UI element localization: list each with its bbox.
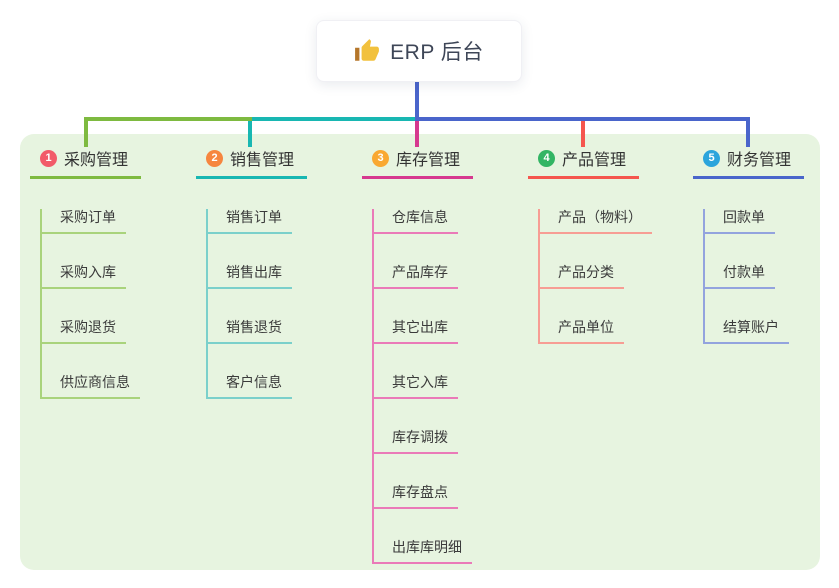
branch-item: 销售退货 [208, 319, 292, 344]
thumbs-up-icon [354, 38, 380, 64]
branch-inventory: 3 库存管理 仓库信息产品库存其它出库其它入库库存调拨库存盘点出库库明细 [362, 144, 474, 564]
connector-drop-product [581, 117, 585, 147]
branch-number-badge: 3 [372, 149, 389, 167]
branch-item: 销售出库 [208, 264, 292, 289]
root-title: ERP 后台 [390, 41, 484, 64]
branch-item: 产品分类 [540, 264, 624, 289]
branch-item: 供应商信息 [42, 374, 140, 399]
branch-header: 1 采购管理 [30, 144, 142, 179]
branch-item: 出库库明细 [374, 539, 472, 564]
connector-bus-left [84, 117, 252, 121]
branch-purchase: 1 采购管理 采购订单采购入库采购退货供应商信息 [30, 144, 142, 399]
connector-bus-middle [252, 117, 417, 121]
branch-header: 5 财务管理 [693, 144, 805, 179]
branch-item: 采购入库 [42, 264, 126, 289]
branch-item: 库存盘点 [374, 484, 458, 509]
branch-item: 产品单位 [540, 319, 624, 344]
connector-drop-purchase [84, 117, 88, 147]
branch-items: 采购订单采购入库采购退货供应商信息 [40, 209, 141, 399]
branch-label: 库存管理 [396, 152, 461, 169]
branches-panel [20, 134, 820, 570]
branch-header: 3 库存管理 [362, 144, 474, 179]
branch-item: 销售订单 [208, 209, 292, 234]
branch-item: 付款单 [705, 264, 775, 289]
branch-finance: 5 财务管理 回款单付款单结算账户 [693, 144, 805, 344]
connector-drop-sales [248, 117, 252, 147]
branch-item: 其它入库 [374, 374, 458, 399]
branch-label: 财务管理 [727, 152, 792, 169]
branch-item: 库存调拨 [374, 429, 458, 454]
branch-item: 客户信息 [208, 374, 292, 399]
branch-label: 销售管理 [230, 152, 295, 169]
branch-item: 其它出库 [374, 319, 458, 344]
branch-item: 采购退货 [42, 319, 126, 344]
connector-drop-inventory [415, 117, 419, 147]
branch-item: 产品库存 [374, 264, 458, 289]
branch-items: 仓库信息产品库存其它出库其它入库库存调拨库存盘点出库库明细 [372, 209, 473, 564]
branch-product: 4 产品管理 产品（物料） 产品分类产品单位 [528, 144, 652, 344]
branch-item: 采购订单 [42, 209, 126, 234]
branch-item: 回款单 [705, 209, 775, 234]
branch-sales: 2 销售管理 销售订单销售出库销售退货客户信息 [196, 144, 308, 399]
branch-number-badge: 1 [40, 149, 57, 167]
branch-label: 采购管理 [64, 152, 129, 169]
branch-number-badge: 5 [703, 149, 720, 167]
connector-bus-right [417, 117, 750, 121]
root-node: ERP 后台 [316, 20, 522, 82]
branch-label: 产品管理 [562, 152, 627, 169]
branch-number-badge: 2 [206, 149, 223, 167]
branch-items: 销售订单销售出库销售退货客户信息 [206, 209, 307, 399]
branch-item: 结算账户 [705, 319, 789, 344]
branch-item: 产品（物料） [540, 209, 652, 234]
connector-drop-finance [746, 117, 750, 147]
branch-item: 仓库信息 [374, 209, 458, 234]
branch-number-badge: 4 [538, 149, 555, 167]
branch-items: 回款单付款单结算账户 [703, 209, 804, 344]
branch-items: 产品（物料） 产品分类产品单位 [538, 209, 652, 344]
branch-header: 4 产品管理 [528, 144, 640, 179]
connector-root-vertical [415, 82, 419, 121]
branch-header: 2 销售管理 [196, 144, 308, 179]
